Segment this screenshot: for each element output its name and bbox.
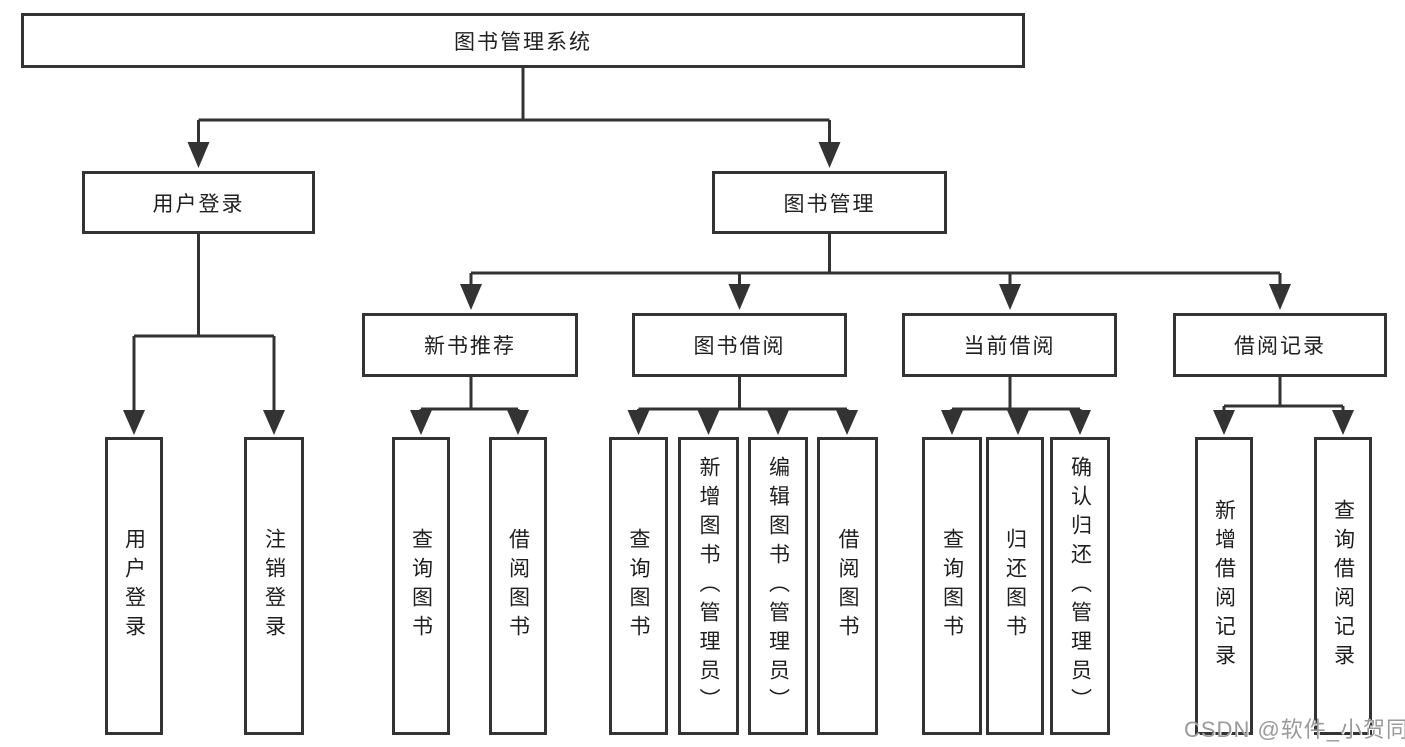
node-add-borrow-record: 新增借阅记录 [1195,437,1253,735]
node-system-root: 图书管理系统 [21,13,1025,68]
node-label: 确认归还（管理员） [1068,455,1092,717]
node-label: 新增图书（管理员） [697,455,720,717]
node-label: 归还图书 [1003,528,1027,644]
node-label: 注销登录 [262,528,286,644]
node-book-borrowing: 图书借阅 [632,313,847,377]
node-label: 借阅图书 [506,528,530,644]
node-label: 借阅记录 [1234,335,1326,358]
node-query-borrow-record: 查询借阅记录 [1314,437,1372,735]
node-label: 查询图书 [940,528,964,644]
node-book-management-module: 图书管理 [712,171,947,234]
node-label: 图书借阅 [693,335,786,358]
node-logout: 注销登录 [244,437,304,735]
node-label: 当前借阅 [963,335,1056,358]
arrowheads [123,142,1354,435]
node-user-login-module: 用户登录 [82,171,315,234]
node-label: 新增借阅记录 [1212,499,1236,673]
node-borrowing-records: 借阅记录 [1173,313,1387,377]
node-label: 图书管理系统 [454,30,592,54]
node-recommend-query-books: 查询图书 [392,437,450,735]
node-label: 查询图书 [409,528,433,644]
node-label: 用户登录 [152,192,245,216]
node-new-book-recommend: 新书推荐 [362,313,578,377]
node-edit-books-admin: 编辑图书（管理员） [748,437,808,735]
node-return-books: 归还图书 [986,437,1044,735]
node-label: 用户登录 [122,528,146,644]
node-current-query-books: 查询图书 [922,437,982,735]
node-label: 查询借阅记录 [1331,499,1355,673]
node-label: 图书管理 [783,192,876,216]
node-borrow-books: 借阅图书 [817,437,878,735]
node-label: 借阅图书 [836,528,859,644]
node-label: 编辑图书（管理员） [766,455,790,717]
node-label: 查询图书 [627,528,650,644]
node-borrowing-query-books: 查询图书 [609,437,668,735]
node-recommend-borrow-books: 借阅图书 [489,437,547,735]
node-current-borrowing: 当前借阅 [902,313,1117,377]
node-add-books-admin: 新增图书（管理员） [678,437,739,735]
node-label: 新书推荐 [424,335,516,358]
node-user-login: 用户登录 [105,437,163,735]
node-confirm-return-admin: 确认归还（管理员） [1050,437,1110,735]
csdn-watermark: CSDN @软件_小贺同学 [1184,717,1405,742]
